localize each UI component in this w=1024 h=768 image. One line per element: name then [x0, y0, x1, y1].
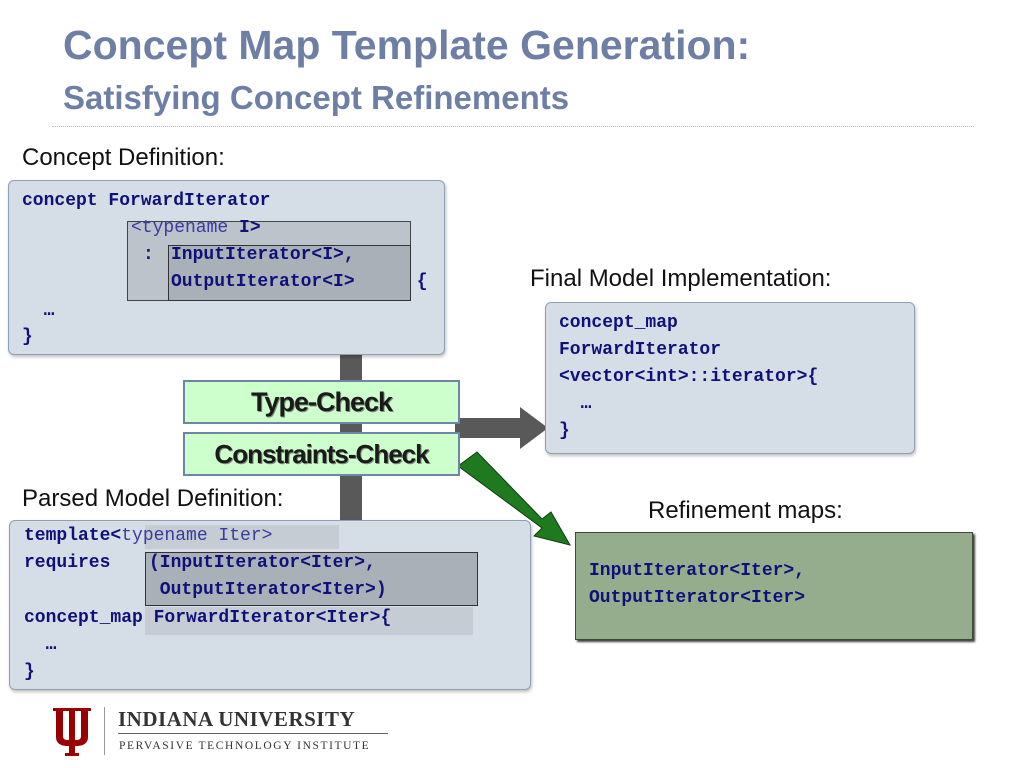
final-model-line3: <vector<int>::iterator>{ — [559, 367, 819, 387]
slide-subtitle: Satisfying Concept Refinements — [63, 79, 570, 116]
final-model-close-brace: } — [559, 421, 570, 441]
slide-title: Concept Map Template Generation: — [63, 22, 751, 68]
final-model-box — [545, 302, 915, 454]
requires-input-iterator: (InputIterator<Iter>, — [149, 553, 376, 573]
refinement-maps-box — [575, 532, 973, 640]
requires-keyword: requires — [24, 553, 122, 573]
final-model-line1: concept_map — [559, 313, 678, 333]
parsed-model-ellipsis: … — [24, 635, 57, 655]
requires-clause-highlight — [145, 552, 478, 606]
template-typename-highlight — [145, 525, 339, 549]
concept-definition-label: Concept Definition: — [22, 144, 225, 171]
concept-map-declaration: concept_map ForwardIterator<Iter>{ — [24, 608, 392, 628]
refinement-maps-label: Refinement maps: — [648, 497, 843, 524]
logo-divider — [104, 707, 105, 755]
refinement-map-input-iterator: InputIterator<Iter>, — [589, 561, 806, 581]
gray-arrow-to-final-model — [455, 407, 548, 449]
refinement-list-highlight — [168, 245, 411, 301]
constraints-check-box: Constraints-Check — [183, 432, 460, 476]
refinement-map-output-iterator: OutputIterator<Iter> — [589, 588, 806, 608]
concept-close-brace: } — [22, 327, 33, 347]
typename-parameter: <typename I> — [131, 218, 261, 238]
refinement-colon: : — [143, 245, 165, 265]
final-model-ellipsis: … — [559, 394, 592, 414]
refinement-input-iterator: InputIterator<I>, — [171, 245, 355, 265]
parsed-model-close-brace: } — [24, 662, 35, 682]
logo-institute-name: PERVASIVE TECHNOLOGY INSTITUTE — [119, 740, 371, 752]
parsed-model-label: Parsed Model Definition: — [22, 485, 284, 512]
final-model-line2: ForwardIterator — [559, 340, 722, 360]
concept-declaration: concept ForwardIterator — [22, 191, 271, 211]
title-divider — [52, 126, 974, 127]
type-check-box: Type-Check — [183, 380, 460, 424]
concept-open-brace: { — [406, 272, 428, 292]
concept-ellipsis: … — [22, 301, 55, 321]
final-model-label: Final Model Implementation: — [530, 265, 832, 292]
logo-university-name: INDIANA UNIVERSITY — [118, 707, 356, 731]
logo-rule — [118, 733, 388, 734]
iu-trident-logo — [53, 708, 91, 756]
refinement-output-iterator: OutputIterator<I> — [171, 272, 355, 292]
vertical-connector-middle — [340, 422, 362, 434]
template-declaration: template<typename Iter> — [24, 526, 273, 546]
concept-map-name-highlight — [145, 607, 473, 635]
requires-output-iterator: OutputIterator<Iter>) — [149, 580, 387, 600]
